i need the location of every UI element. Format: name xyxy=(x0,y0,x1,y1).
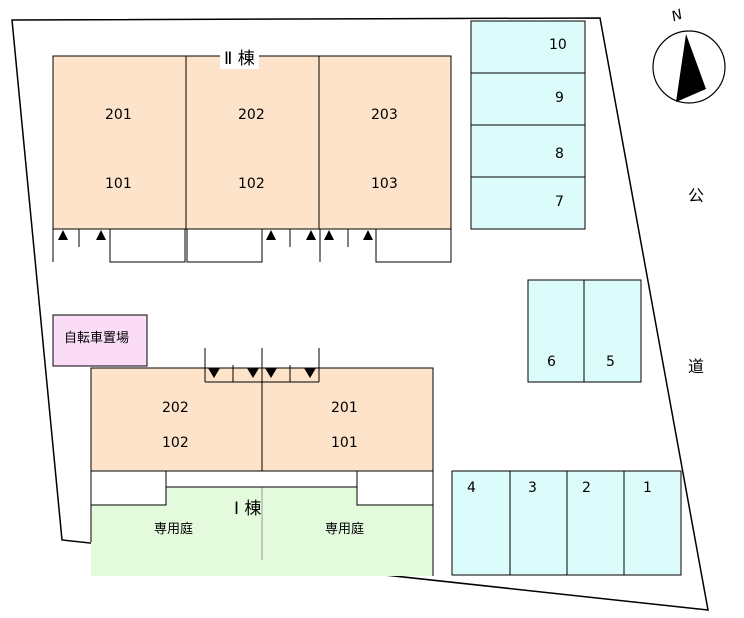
parking-number: 2 xyxy=(582,480,591,496)
arrow-down-icon xyxy=(208,368,220,378)
arrow-up-icon xyxy=(324,230,334,240)
garden-label: 専用庭 xyxy=(154,522,194,537)
building-2 xyxy=(52,55,452,263)
unit-label: 202 xyxy=(162,400,189,416)
arrow-up-icon xyxy=(96,230,106,240)
unit-label: 202 xyxy=(238,107,265,123)
parking-number: 6 xyxy=(547,354,556,370)
parking-number: 8 xyxy=(555,146,564,162)
unit-label: 101 xyxy=(105,176,132,192)
unit-label: 201 xyxy=(105,107,132,123)
unit-201-101 xyxy=(261,367,434,472)
parking-number: 7 xyxy=(555,194,564,210)
terrace-left xyxy=(90,470,167,506)
compass-icon xyxy=(652,30,726,104)
parking-number: 1 xyxy=(643,480,652,496)
arrow-down-icon xyxy=(304,368,316,378)
unit-203-103 xyxy=(318,55,452,230)
parking-row xyxy=(451,470,682,576)
unit-label: 201 xyxy=(331,400,358,416)
parking-column xyxy=(470,20,586,230)
arrow-up-icon xyxy=(363,230,373,240)
entry-box-3 xyxy=(375,228,452,263)
unit-label: 101 xyxy=(331,435,358,451)
garden-label: 専用庭 xyxy=(325,522,365,537)
arrow-down-icon xyxy=(265,368,277,378)
unit-202-102 xyxy=(90,367,263,472)
unit-label: 102 xyxy=(238,176,265,192)
parking-number: 9 xyxy=(555,90,564,106)
arrow-down-icon xyxy=(247,368,259,378)
bicycle-parking-label: 自転車置場 xyxy=(64,331,130,346)
entry-box-2 xyxy=(186,228,263,263)
unit-202-102 xyxy=(185,55,320,230)
road-label: 道 xyxy=(688,357,705,376)
terrace-right xyxy=(356,470,434,506)
parking-number: 5 xyxy=(606,354,615,370)
arrow-up-icon xyxy=(58,230,68,240)
entry-box-1 xyxy=(109,228,186,263)
building-1-title: Ⅰ 棟 xyxy=(234,499,262,519)
parking-number: 10 xyxy=(549,37,567,53)
unit-201-101 xyxy=(52,55,187,230)
arrow-up-icon xyxy=(266,230,276,240)
unit-label: 103 xyxy=(371,176,398,192)
building-1 xyxy=(90,348,434,576)
bicycle-parking xyxy=(52,314,148,367)
building-2-title: Ⅱ 棟 xyxy=(220,49,259,69)
parking-number: 3 xyxy=(528,480,537,496)
arrow-up-icon xyxy=(306,230,316,240)
road-label: 公 xyxy=(688,186,705,205)
unit-label: 102 xyxy=(162,435,189,451)
parking-pair xyxy=(527,279,642,383)
unit-label: 203 xyxy=(371,107,398,123)
parking-number: 4 xyxy=(467,480,476,496)
